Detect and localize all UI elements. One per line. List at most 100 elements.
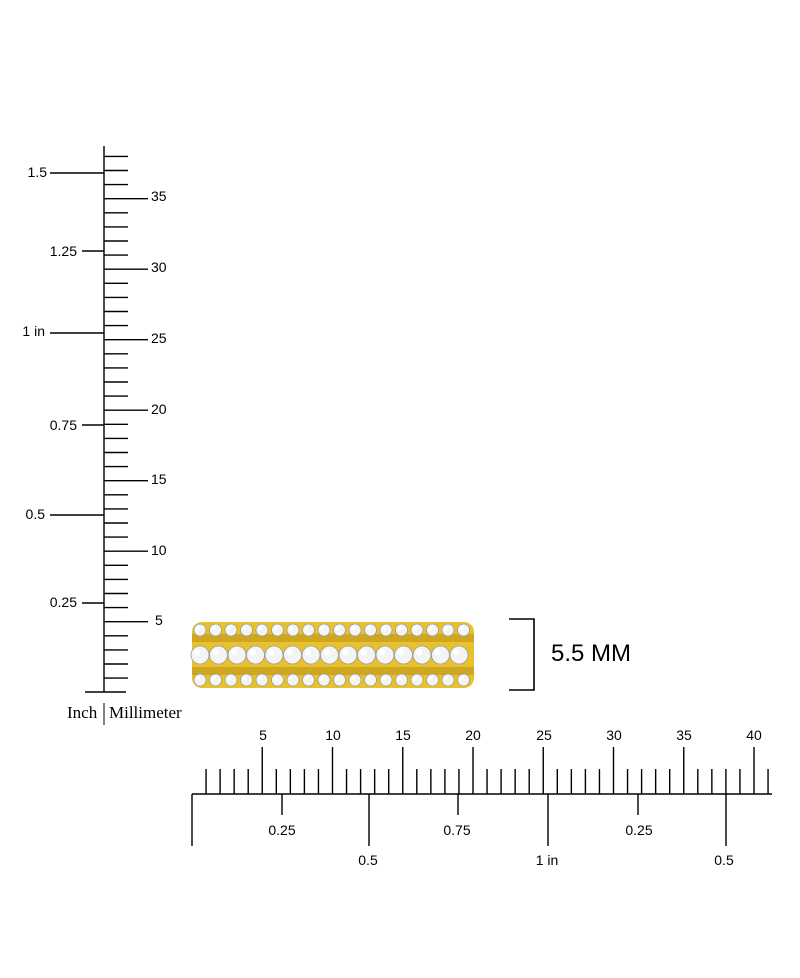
unit-mm-label: Millimeter xyxy=(109,703,182,722)
ring-stone-sparkle xyxy=(211,626,216,631)
ring-stone-sparkle xyxy=(289,676,294,681)
ring-stone xyxy=(449,645,469,665)
ring-stone xyxy=(457,673,470,687)
v-mm-label-10: 10 xyxy=(151,542,167,558)
ring-stone-sparkle xyxy=(335,626,340,631)
ring-stone xyxy=(320,645,339,665)
ring-stone-sparkle xyxy=(323,649,330,656)
ring-stone-sparkle xyxy=(453,649,460,656)
ring-stone-sparkle xyxy=(320,626,325,631)
ring-stone xyxy=(224,673,238,687)
ring-stone xyxy=(283,645,302,665)
ring-stone-sparkle xyxy=(397,626,402,631)
ring-stone-sparkle xyxy=(351,676,356,681)
h-inch-label-0-5-b: 0.5 xyxy=(714,852,734,868)
ring-stone-sparkle xyxy=(304,676,309,681)
ring-stone xyxy=(317,623,331,637)
ring-stone xyxy=(457,623,470,637)
ring-stone xyxy=(441,673,455,687)
ring-stone-sparkle xyxy=(382,676,387,681)
ring-stone xyxy=(348,623,362,637)
ring-stone xyxy=(357,645,376,665)
ring-stone xyxy=(209,673,222,687)
ring-stone-sparkle xyxy=(413,676,418,681)
ring-stone-sparkle xyxy=(360,649,367,656)
ring-stone xyxy=(193,673,207,687)
vertical-ruler-labels: 1.5 1.25 1 in 0.75 0.5 0.25 35 30 25 20 … xyxy=(22,164,182,725)
v-inch-label-0-75: 0.75 xyxy=(50,417,77,433)
ring-stone xyxy=(394,645,413,665)
dimension-bracket xyxy=(509,618,535,691)
ring-stone-sparkle xyxy=(227,626,232,631)
ring-stone xyxy=(224,623,238,637)
ring-stone xyxy=(364,623,377,637)
ring-stone-sparkle xyxy=(351,626,356,631)
h-mm-label-35: 35 xyxy=(676,727,692,743)
ring-stone-sparkle xyxy=(444,626,449,631)
ring-stone-sparkle xyxy=(249,649,256,656)
ring-stone-sparkle xyxy=(320,676,325,681)
h-inch-label-0-25-a: 0.25 xyxy=(268,822,295,838)
vertical-ruler xyxy=(50,146,148,693)
ring-stone xyxy=(302,673,315,687)
unit-inch-label: Inch xyxy=(67,703,98,722)
v-inch-label-0-5: 0.5 xyxy=(26,506,46,522)
ring-stone xyxy=(240,623,253,637)
h-inch-label-0-25-b: 0.25 xyxy=(625,822,652,838)
v-mm-label-20: 20 xyxy=(151,401,167,417)
ring-width-dimension: 5.5 MM xyxy=(509,618,631,691)
ring-stone-sparkle xyxy=(258,676,263,681)
ring-stone-sparkle xyxy=(211,676,216,681)
ring-stone xyxy=(441,623,455,637)
ring-band-groove-bottom xyxy=(192,667,474,675)
ring-stone xyxy=(255,623,269,637)
v-inch-label-1-in: 1 in xyxy=(22,323,45,339)
ring-stone-sparkle xyxy=(379,649,386,656)
v-mm-label-15: 15 xyxy=(151,471,167,487)
ring-stone xyxy=(375,645,395,665)
ring-stone xyxy=(412,645,432,665)
ring-stone xyxy=(240,673,253,687)
v-inch-label-1-25: 1.25 xyxy=(50,243,77,259)
ring-stone-sparkle xyxy=(289,626,294,631)
ring-stone-sparkle xyxy=(258,626,263,631)
ring-stone-sparkle xyxy=(273,676,278,681)
ring-stone-sparkle xyxy=(397,676,402,681)
ring-stone-sparkle xyxy=(342,649,349,656)
ring-stone-sparkle xyxy=(242,676,247,681)
ring-stone-sparkle xyxy=(434,649,441,656)
dimension-label: 5.5 MM xyxy=(551,640,631,667)
ring-stone-sparkle xyxy=(305,649,312,656)
ring-stone-sparkle xyxy=(194,649,201,656)
ring-band-groove-top xyxy=(192,634,474,642)
ring-stone xyxy=(302,623,315,637)
v-mm-label-5: 5 xyxy=(155,612,163,628)
ring-stone xyxy=(190,645,210,665)
ring-stone xyxy=(379,623,393,637)
ring-image xyxy=(190,622,474,688)
ring-stone-sparkle xyxy=(231,649,238,656)
v-inch-label-0-25: 0.25 xyxy=(50,594,77,610)
ring-stone-sparkle xyxy=(273,626,278,631)
h-mm-label-20: 20 xyxy=(465,727,481,743)
ring-stone xyxy=(209,623,222,637)
ring-stone-sparkle xyxy=(382,626,387,631)
ring-stone-sparkle xyxy=(428,676,433,681)
ring-stone xyxy=(395,623,408,637)
ring-stone xyxy=(431,645,450,665)
ring-stone-sparkle xyxy=(196,626,201,631)
h-inch-label-0-5-a: 0.5 xyxy=(358,852,378,868)
horizontal-ruler-labels: 5 10 15 20 25 30 35 40 0.25 0.75 0.25 0.… xyxy=(259,727,762,868)
ring-stone xyxy=(271,673,284,687)
ring-stone-sparkle xyxy=(227,676,232,681)
ring-stone xyxy=(227,645,247,665)
ring-stone-sparkle xyxy=(397,649,404,656)
ring-stone-sparkle xyxy=(413,626,418,631)
ring-stone xyxy=(348,673,362,687)
h-inch-label-1-in: 1 in xyxy=(536,852,559,868)
ring-stone-sparkle xyxy=(459,676,464,681)
ring-stone xyxy=(246,645,265,665)
h-mm-label-30: 30 xyxy=(606,727,622,743)
ring-stone-sparkle xyxy=(212,649,219,656)
